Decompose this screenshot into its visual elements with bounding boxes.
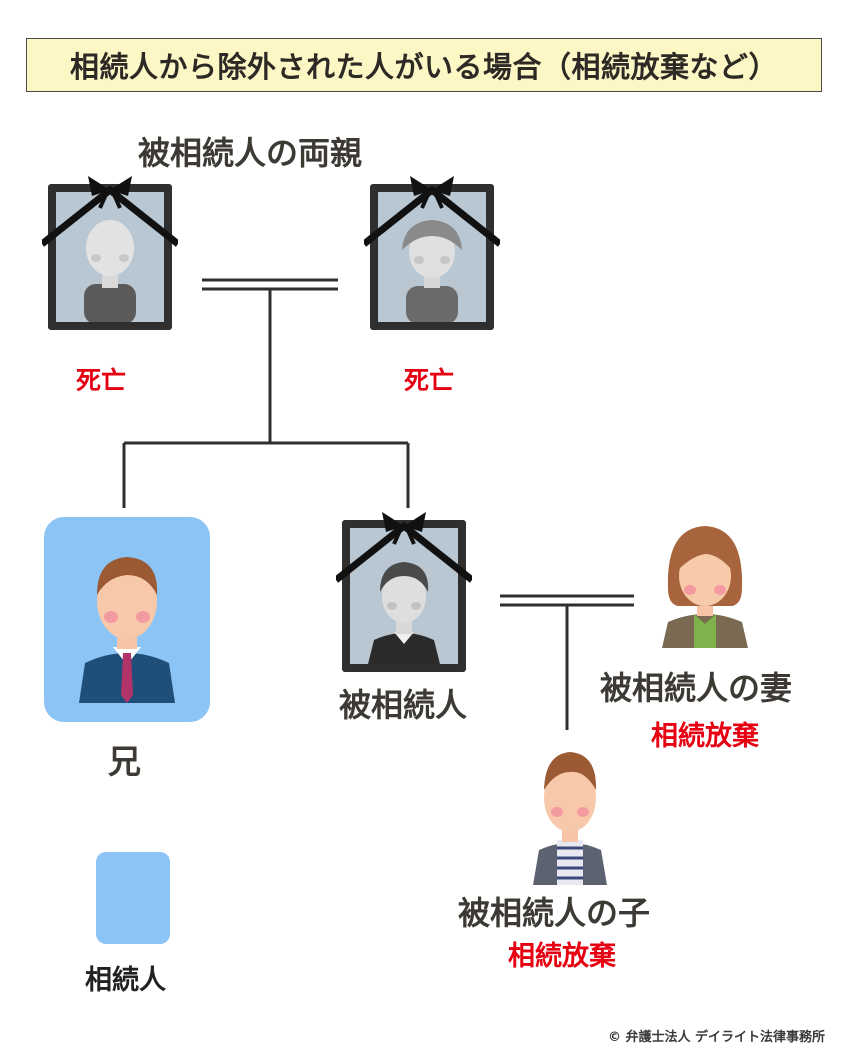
elderly-woman-icon <box>402 220 462 322</box>
diagram-title: 相続人から除外された人がいる場合（相続放棄など） <box>26 38 822 92</box>
father-portrait <box>42 176 178 330</box>
deceased-label: 被相続人 <box>339 686 468 724</box>
child-status: 相続放棄 <box>508 941 616 972</box>
mourning-ribbon-icon <box>336 512 472 583</box>
deceased-portrait <box>336 512 472 672</box>
legend-label: 相続人 <box>85 965 166 996</box>
wife-label: 被相続人の妻 <box>600 669 793 707</box>
deceased-man-icon <box>368 562 440 664</box>
brother-label: 兄 <box>108 742 141 781</box>
copyright-credit: © 弁護士法人 デイライト法律事務所 <box>608 1030 826 1045</box>
father-status: 死亡 <box>76 366 127 395</box>
child-label: 被相続人の子 <box>458 894 651 932</box>
brother-icon <box>79 557 175 703</box>
mourning-ribbon-icon <box>42 176 178 247</box>
mother-status: 死亡 <box>404 366 455 395</box>
mourning-ribbon-icon <box>364 176 500 247</box>
child-icon <box>533 752 607 885</box>
brother-heir-box <box>44 517 210 722</box>
wife-icon <box>662 526 748 648</box>
parents-label: 被相続人の両親 <box>138 134 363 172</box>
legend-heir-swatch <box>96 852 170 944</box>
wife-status: 相続放棄 <box>651 721 759 752</box>
elderly-man-icon <box>84 220 136 322</box>
mother-portrait <box>364 176 500 330</box>
